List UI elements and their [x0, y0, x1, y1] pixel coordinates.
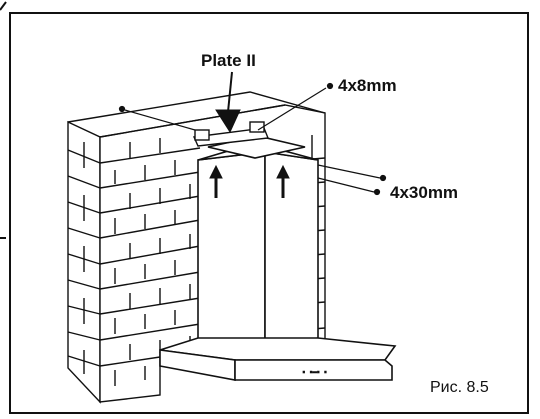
long-screw-label: 4x30mm: [390, 183, 458, 202]
mounting-plate: [192, 121, 269, 147]
plate-pointer-arrow-icon: [215, 71, 241, 134]
figure-caption: Рис. 8.5: [430, 379, 489, 396]
hood-canopy: · ·—· ·: [159, 337, 397, 381]
small-screw-label: 4x8mm: [338, 76, 397, 95]
up-arrow-right-icon: [276, 164, 290, 198]
up-arrow-left-icon: [209, 164, 223, 198]
long-screws: [317, 164, 387, 196]
page-mark-top: [0, 1, 7, 11]
plate-label: Plate II: [201, 51, 256, 70]
figure-frame: [9, 12, 529, 414]
control-panel-marks: · ·—· ·: [302, 369, 327, 376]
small-screws: [118, 82, 334, 131]
chimney-column: [197, 135, 319, 346]
